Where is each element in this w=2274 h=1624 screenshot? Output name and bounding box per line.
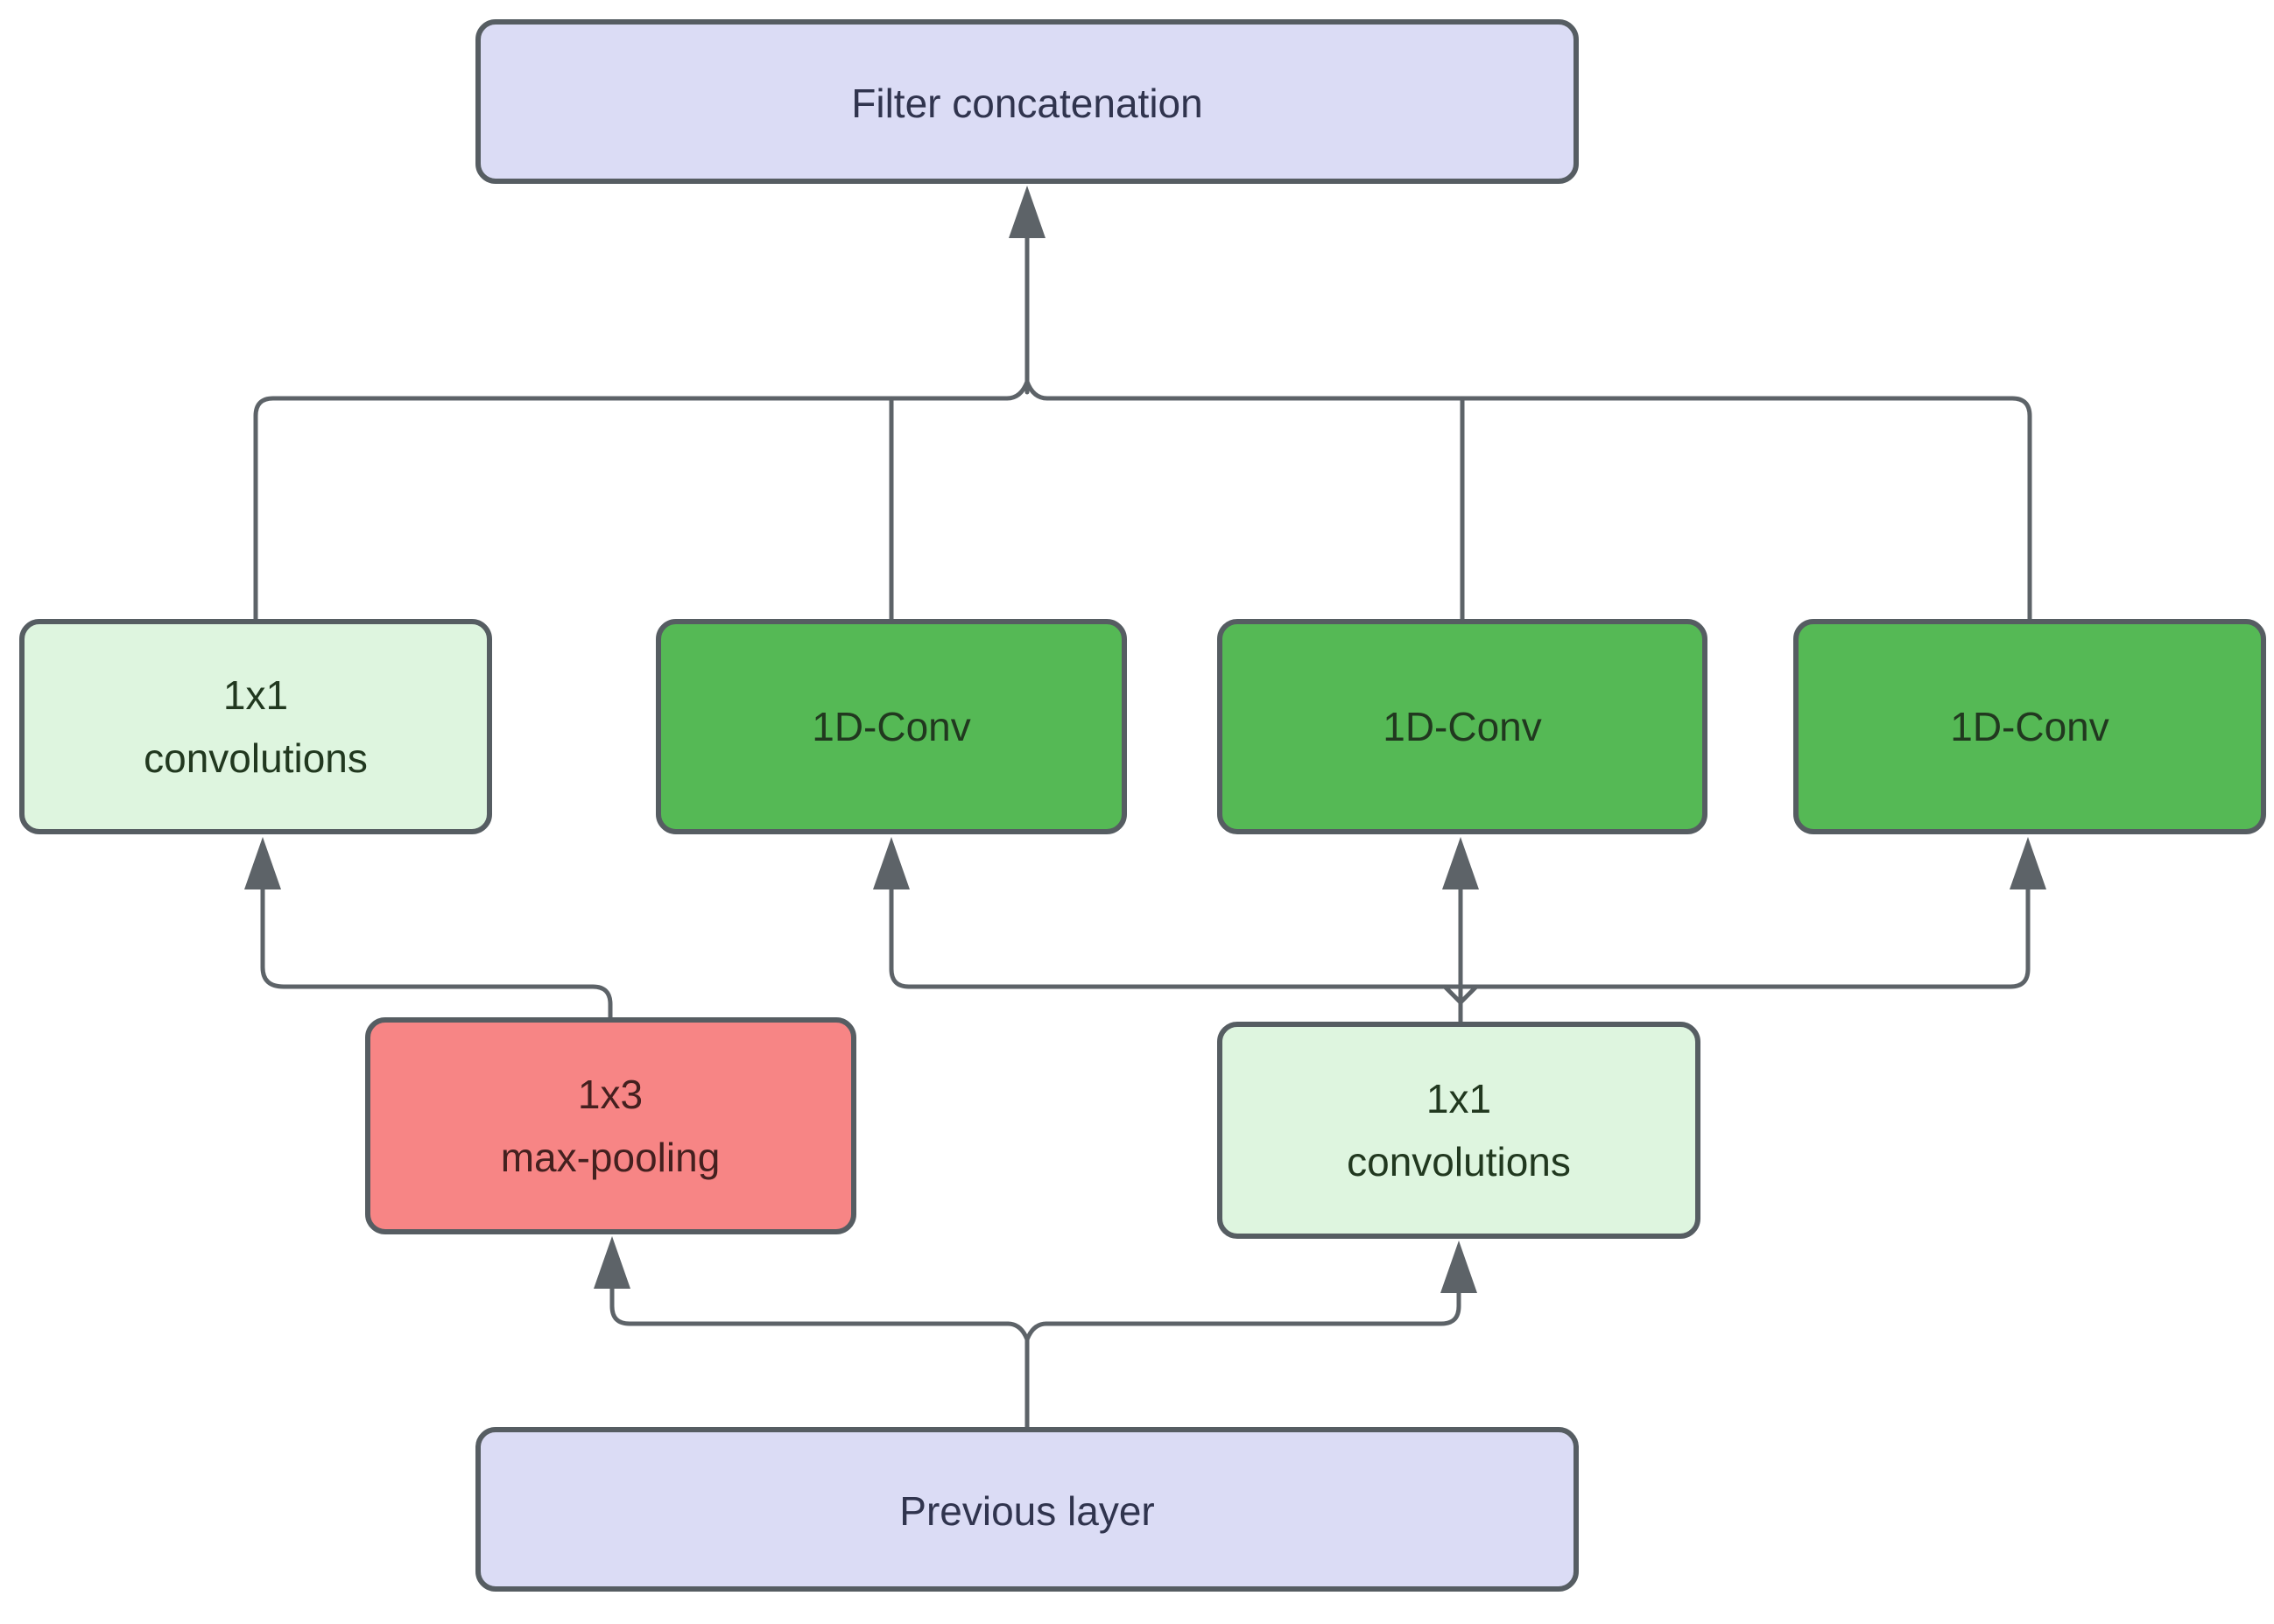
edge-arrowheads <box>244 186 2046 1293</box>
node-conv1x1-bottom-label-line1: 1x1 <box>1426 1076 1491 1121</box>
node-filter-concatenation: Filter concatenation <box>475 19 1579 184</box>
node-maxpool: 1x3 max-pooling <box>365 1017 856 1234</box>
node-conv1x1-bottom-label-line2: convolutions <box>1347 1139 1571 1185</box>
node-maxpool-label-line2: max-pooling <box>501 1135 721 1180</box>
node-conv1x1-top-box <box>19 619 492 834</box>
edge-conv1x1bottom-branch <box>889 887 2031 989</box>
node-conv1x1-top-label-line2: convolutions <box>144 735 368 781</box>
arrowhead-into-conv1x1bottom <box>1440 1241 1477 1293</box>
edge-conv1d3-to-concat <box>1045 396 2032 626</box>
node-conv1d-1-box <box>656 619 1127 834</box>
node-maxpool-box <box>365 1017 856 1234</box>
node-conv1x1-bottom: 1x1 convolutions <box>1217 1022 1700 1239</box>
edge-conv1x1top-to-concat <box>253 396 1010 626</box>
arrowhead-into-conv1d3 <box>2010 837 2046 889</box>
diagram-nodes: Filter concatenation 1x1 convolutions 1D… <box>19 19 2266 1592</box>
arrowhead-into-conv1x1top <box>244 837 281 889</box>
node-conv1d-2: 1D-Conv <box>1217 619 1707 834</box>
node-previous-layer-box <box>475 1427 1579 1592</box>
node-conv1x1-top: 1x1 convolutions <box>19 619 492 834</box>
node-previous-layer: Previous layer <box>475 1427 1579 1592</box>
node-conv1d-3-label: 1D-Conv <box>1950 704 2109 749</box>
node-conv1d-2-box <box>1217 619 1707 834</box>
node-conv1d-1-label: 1D-Conv <box>812 704 971 749</box>
node-conv1d-1: 1D-Conv <box>656 619 1127 834</box>
edge-merge-fillet-bottom <box>1005 1321 1049 1342</box>
node-filter-concatenation-label: Filter concatenation <box>851 81 1202 126</box>
node-conv1d-2-label: 1D-Conv <box>1383 704 1542 749</box>
node-maxpool-label-line1: 1x3 <box>578 1072 643 1117</box>
arrowhead-into-conv1d1 <box>873 837 910 889</box>
edge-prev-to-maxpool <box>609 1285 1010 1326</box>
edge-prev-to-conv1x1bottom <box>1044 1290 1461 1326</box>
edge-maxpool-to-conv1x1top <box>260 887 613 1023</box>
node-conv1d-3-box <box>1793 619 2266 834</box>
node-conv1d-3: 1D-Conv <box>1793 619 2266 834</box>
arrowhead-into-concat <box>1009 186 1045 238</box>
node-conv1x1-bottom-box <box>1217 1022 1700 1239</box>
edge-lines <box>253 234 2032 1432</box>
arrowhead-into-conv1d2 <box>1442 837 1479 889</box>
node-previous-layer-label: Previous layer <box>899 1488 1154 1534</box>
arrowhead-into-maxpool <box>594 1236 630 1289</box>
node-conv1x1-top-label-line1: 1x1 <box>223 672 288 718</box>
edge-crossing-notch <box>1442 984 1479 1005</box>
node-filter-concatenation-box <box>475 19 1579 184</box>
